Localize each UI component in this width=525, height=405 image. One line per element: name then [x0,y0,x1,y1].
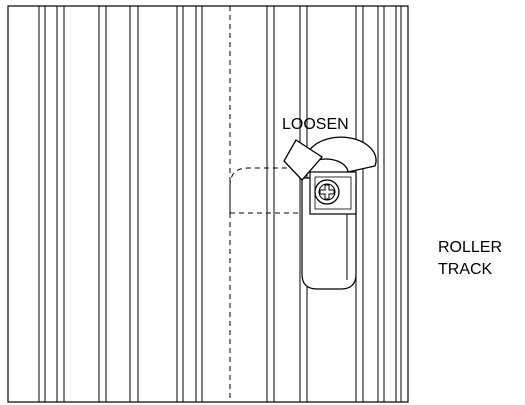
roller-track-label-line2: TRACK [438,261,493,278]
loosen-arrow-icon [283,136,377,181]
door-panel [7,5,409,403]
phillips-screw [314,179,340,205]
panel-grooves [38,6,402,402]
panel-outline [7,5,409,403]
hidden-roller-bracket [229,167,308,213]
loosen-label: LOOSEN [282,116,349,133]
screw-head-inner [318,183,336,201]
screw-cross [319,184,335,200]
roller-track-label-line1: ROLLER [438,239,502,256]
hidden-lines [229,6,308,402]
loosen-arrow-head [283,139,323,181]
